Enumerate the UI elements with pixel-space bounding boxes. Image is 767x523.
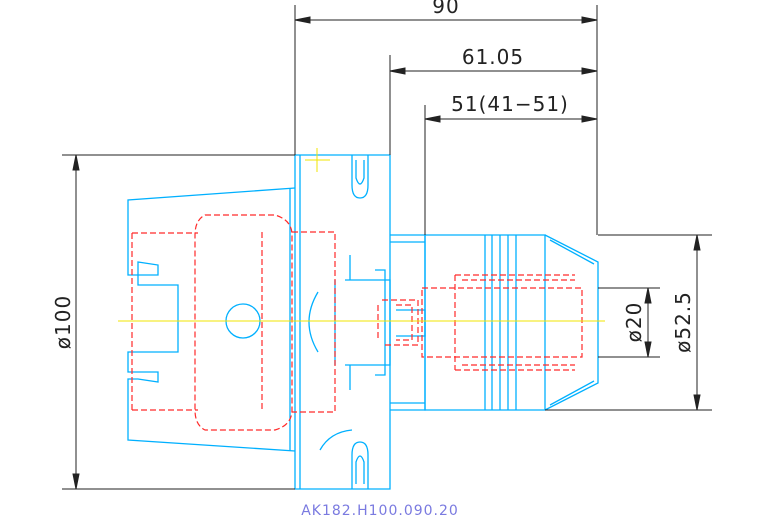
- tool-body-outline: [127, 154, 599, 490]
- dimension-nose-diameter: ø52.5: [671, 291, 695, 353]
- dimension-lines: [62, 5, 712, 490]
- dimension-flange-to-end: 61.05: [462, 45, 524, 69]
- hidden-lines: [131, 214, 583, 431]
- tapered-nose: [544, 234, 599, 411]
- collet-bore: [421, 287, 583, 358]
- flange: [294, 154, 391, 490]
- flange-groove-top: [351, 155, 369, 199]
- neck: [390, 234, 426, 411]
- taper-shank: [127, 187, 296, 452]
- dimension-clamping-length: 51(41−51): [451, 92, 569, 116]
- part-number: AK182.H100.090.20: [301, 503, 459, 519]
- dimension-flange-diameter: ø100: [51, 295, 75, 349]
- center-lines: [118, 148, 605, 322]
- shank-bore: [194, 214, 293, 431]
- flange-groove-bottom: [351, 441, 369, 489]
- dimension-overall-length: 90: [432, 0, 459, 18]
- dimension-clamp-diameter: ø20: [622, 302, 646, 343]
